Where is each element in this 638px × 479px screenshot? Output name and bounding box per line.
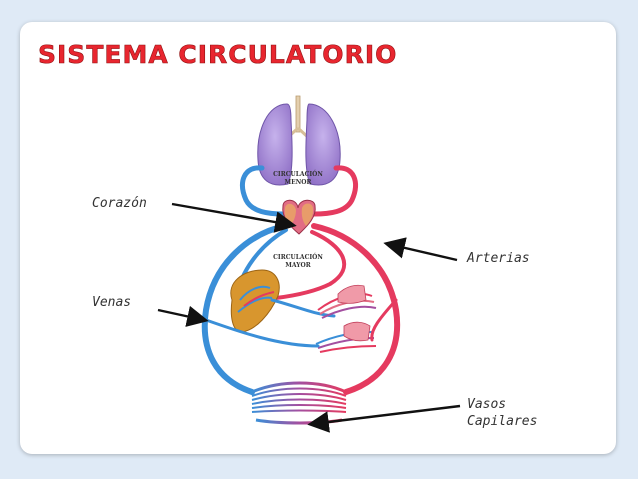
arrow-vasos: [307, 404, 461, 433]
arrow-venas: [157, 305, 209, 327]
circulacion-menor-line1: CIRCULACIÓN: [273, 170, 323, 178]
slide-card: [20, 22, 616, 454]
pulmonary-artery-right: [311, 165, 358, 217]
artery-branch-lower: [370, 298, 398, 342]
page-title: SISTEMA CIRCULATORIO: [38, 40, 398, 70]
organ-capillaries-upper: [317, 284, 377, 319]
portal-vein: [270, 298, 336, 318]
vein-branch-lower: [204, 318, 320, 348]
organ-capillaries-lower: [315, 321, 377, 353]
circulacion-mayor-line1: CIRCULACIÓN: [273, 253, 323, 261]
label-vasos-capilares: Vasos Capilares: [467, 396, 537, 430]
right-lung-icon: [305, 103, 341, 186]
label-arterias: Arterias: [467, 251, 530, 266]
liver-icon: [230, 269, 280, 333]
label-vasos-line2: Capilares: [467, 414, 538, 429]
circulacion-mayor-line2: MAYOR: [285, 262, 312, 269]
arrow-arterias: [383, 237, 458, 262]
circulacion-menor-line2: MENOR: [285, 179, 313, 186]
pulmonary-vein-left: [240, 165, 287, 217]
artery-branch-upper: [274, 230, 347, 300]
left-lung-icon: [257, 103, 293, 186]
label-vasos-line1: Vasos: [467, 397, 507, 412]
aorta-loop: [311, 223, 401, 395]
label-corazon: Corazón: [92, 196, 147, 211]
arrow-corazon: [171, 202, 297, 233]
label-venas: Venas: [92, 295, 132, 310]
capillary-network-icon: [251, 381, 347, 425]
